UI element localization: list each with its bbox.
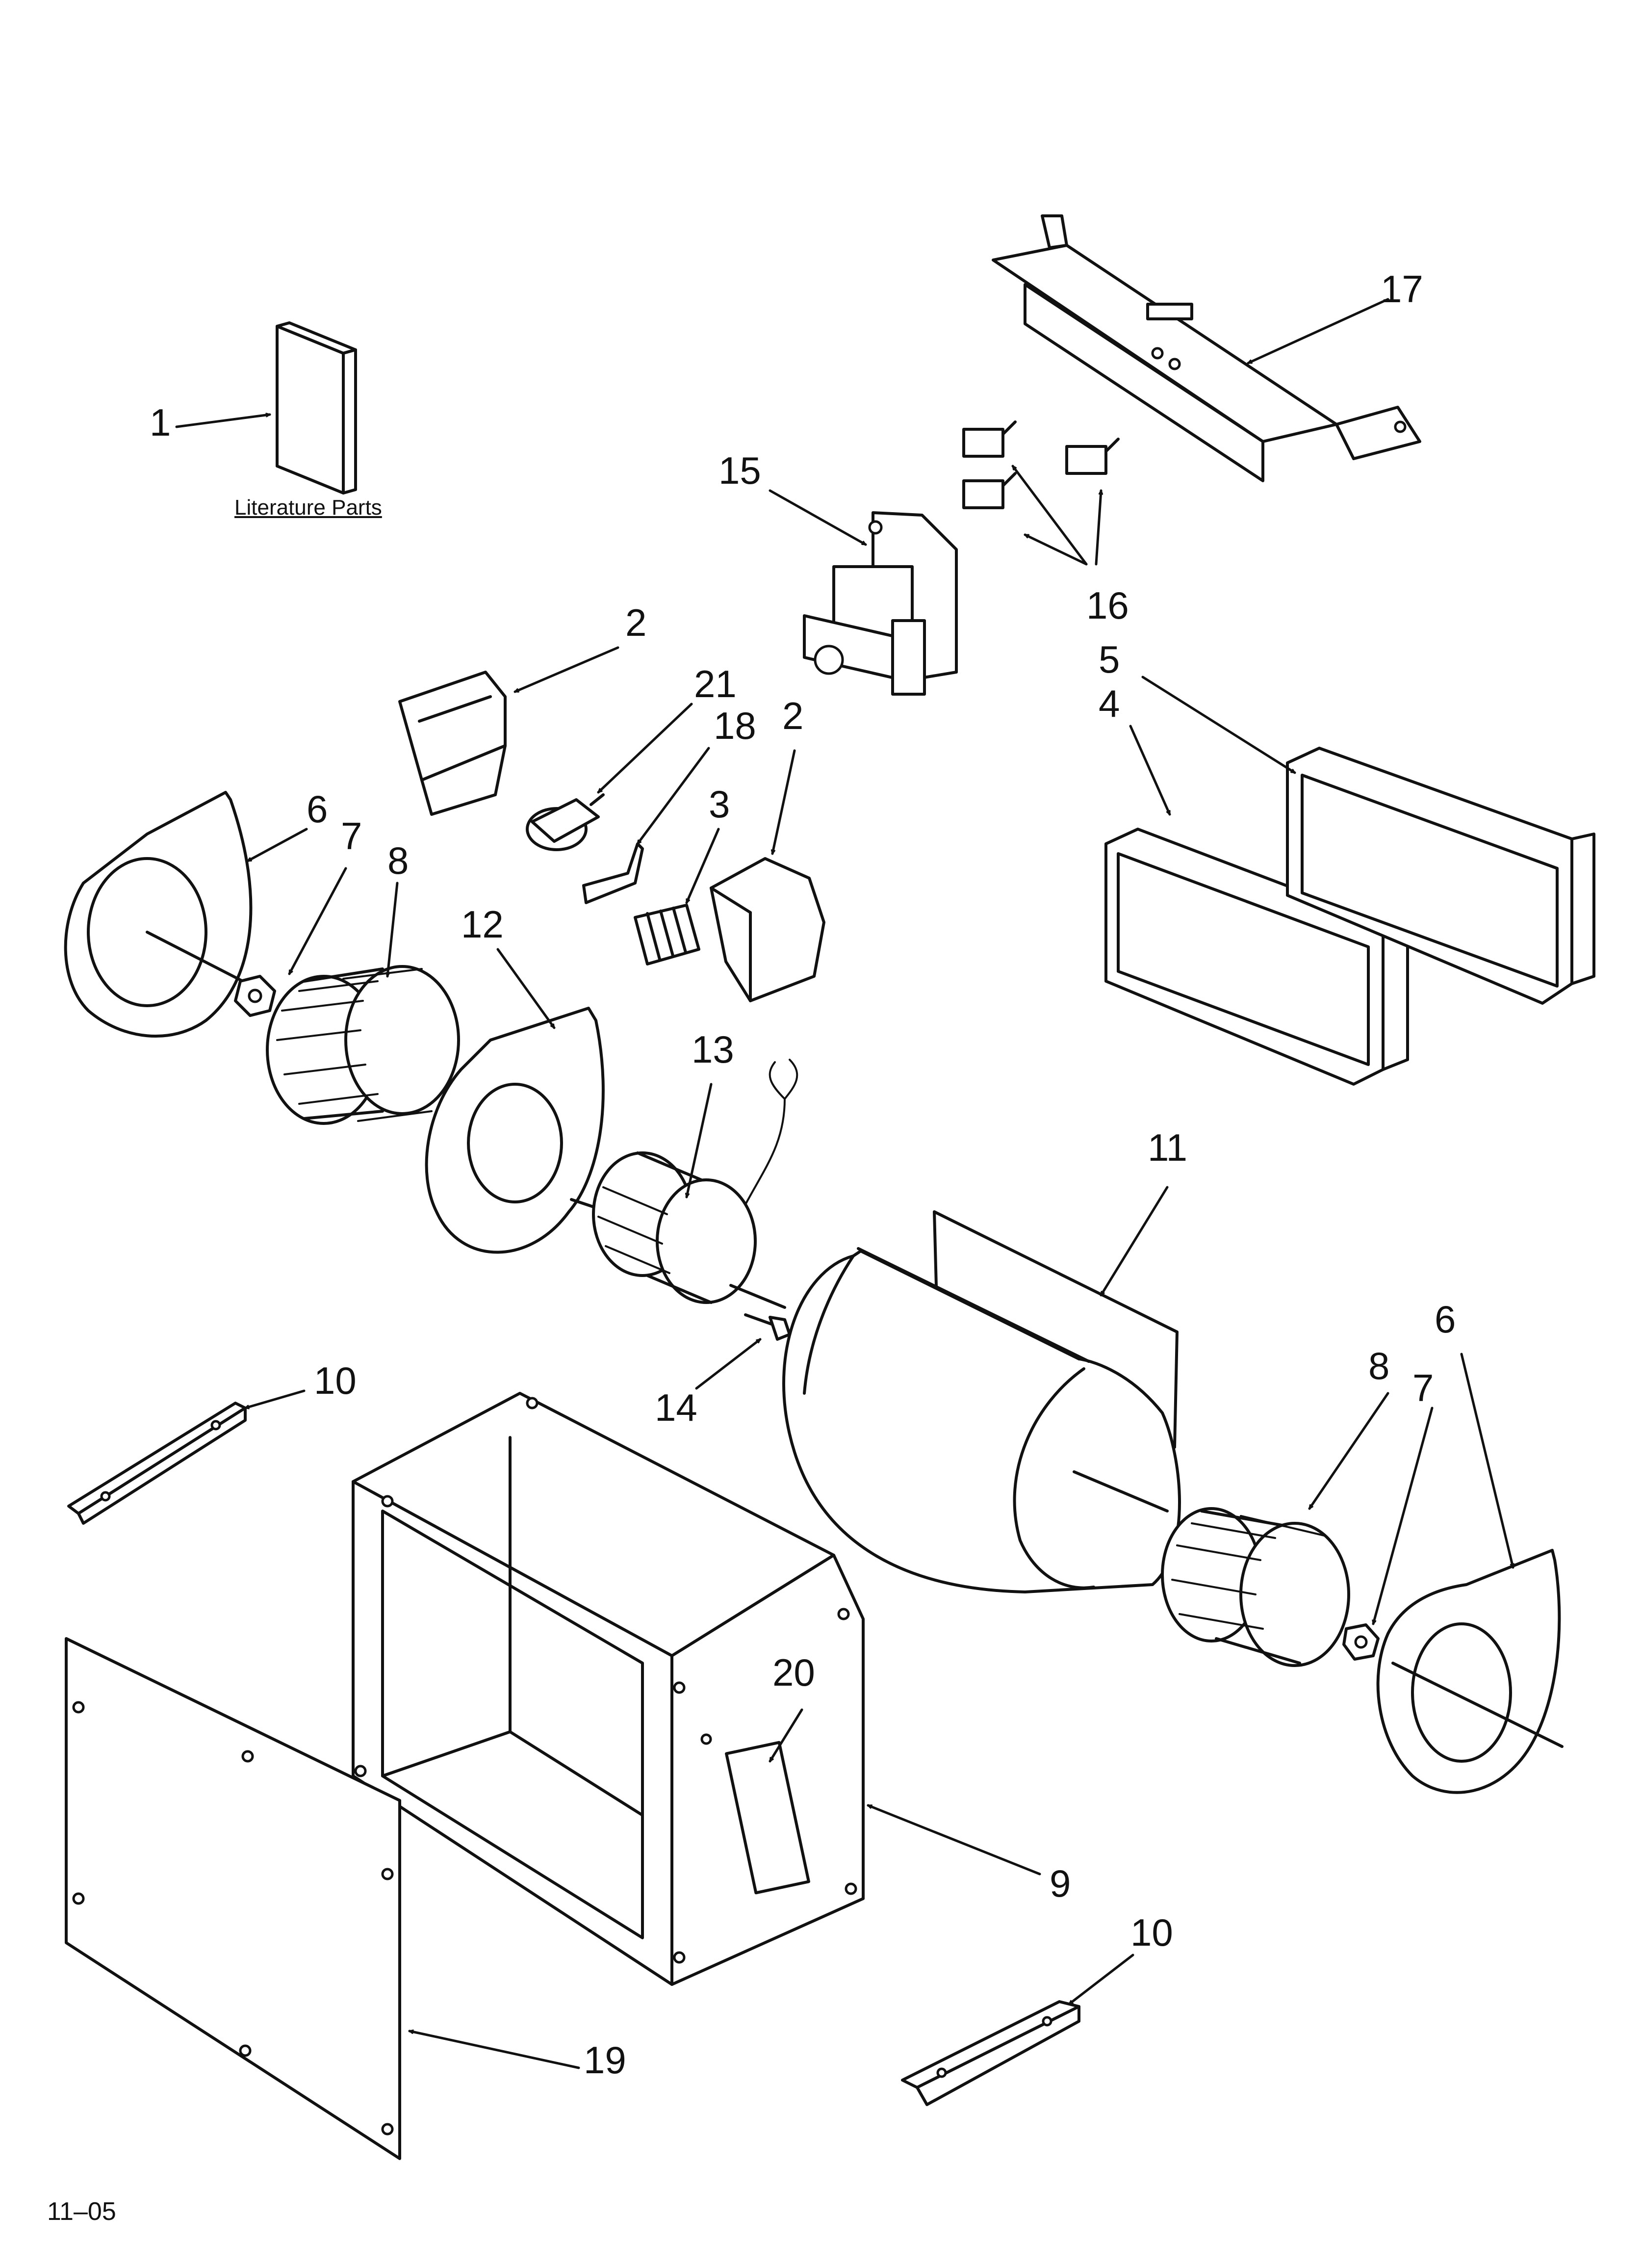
callout-6-right: 6 bbox=[1435, 1298, 1456, 1341]
gear-motor-assembly bbox=[803, 511, 958, 696]
literature-parts-label: Literature Parts bbox=[234, 495, 382, 520]
mounting-screw bbox=[744, 1313, 791, 1341]
motor-mount-plate bbox=[425, 1007, 605, 1254]
hub-nut-right bbox=[1342, 1623, 1380, 1661]
callout-21: 21 bbox=[694, 662, 737, 705]
callout-13: 13 bbox=[692, 1028, 734, 1071]
blower-side-left bbox=[64, 791, 253, 1038]
callout-4: 4 bbox=[1099, 682, 1120, 725]
blower-wheel-right bbox=[1161, 1507, 1350, 1667]
capacitor-clip bbox=[582, 842, 644, 904]
blower-scroll bbox=[782, 1210, 1181, 1593]
leader-lines bbox=[175, 298, 1513, 2069]
callout-9: 9 bbox=[1050, 1862, 1071, 1905]
blower-side-right bbox=[1376, 1549, 1564, 1794]
revision-code: 11–05 bbox=[47, 2197, 116, 2226]
callout-7-right: 7 bbox=[1412, 1366, 1434, 1409]
callout-10-lower: 10 bbox=[1130, 1911, 1173, 1954]
callout-8-right: 8 bbox=[1368, 1344, 1390, 1387]
callout-6-left: 6 bbox=[307, 787, 328, 831]
callout-8-left: 8 bbox=[387, 839, 409, 882]
angle-strip-lower bbox=[901, 2000, 1080, 2106]
callout-17: 17 bbox=[1381, 267, 1423, 311]
callout-10-upper: 10 bbox=[314, 1359, 357, 1402]
callout-18: 18 bbox=[714, 704, 756, 747]
duct-transition-5 bbox=[1286, 747, 1595, 1005]
literature-booklet bbox=[276, 321, 357, 495]
callout-15: 15 bbox=[718, 449, 761, 492]
cabinet-box bbox=[352, 1392, 865, 1986]
hub-nut-left bbox=[234, 975, 276, 1017]
duct-transition-4 bbox=[1104, 828, 1409, 1086]
terminal-block bbox=[634, 904, 700, 965]
callout-20: 20 bbox=[772, 1651, 815, 1694]
housing-bracket-lower bbox=[710, 857, 825, 1002]
callout-2-lower: 2 bbox=[782, 694, 804, 737]
blower-wheel-left bbox=[266, 965, 460, 1125]
callout-5: 5 bbox=[1099, 638, 1120, 681]
callout-19: 19 bbox=[584, 2038, 626, 2082]
capacitor bbox=[526, 793, 605, 851]
micro-switches bbox=[962, 420, 1120, 509]
access-panel bbox=[65, 1637, 401, 2160]
callout-12: 12 bbox=[461, 903, 504, 946]
mounting-bracket bbox=[992, 214, 1421, 482]
angle-strip-upper bbox=[67, 1402, 247, 1525]
blower-motor bbox=[570, 1059, 798, 1309]
callout-1: 1 bbox=[150, 401, 171, 444]
callout-7-left: 7 bbox=[341, 814, 362, 858]
callout-11: 11 bbox=[1148, 1126, 1187, 1169]
callout-3: 3 bbox=[709, 782, 730, 826]
callout-2-upper: 2 bbox=[625, 601, 647, 644]
callout-14: 14 bbox=[655, 1386, 697, 1429]
housing-bracket-upper bbox=[398, 671, 507, 816]
callout-16: 16 bbox=[1086, 584, 1129, 627]
